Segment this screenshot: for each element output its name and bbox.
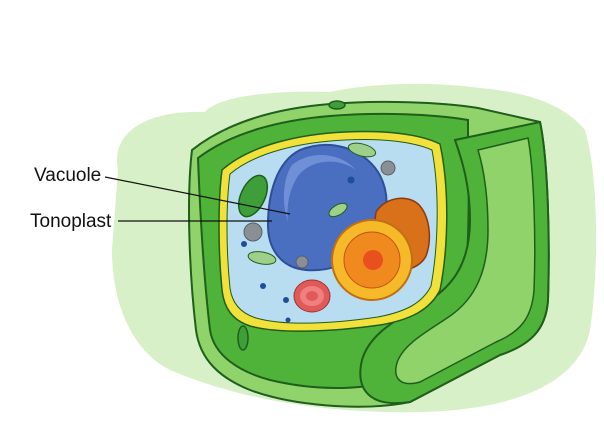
cell-wall-cutaway-inner [395, 137, 536, 385]
vacuole-leader-line [104, 176, 291, 215]
golgi-apparatus [293, 279, 331, 313]
vacuole-label: Vacuole [34, 165, 102, 186]
vesicle [260, 283, 266, 289]
nucleolus [363, 250, 383, 270]
mitochondrion [347, 142, 377, 158]
vesicle [283, 297, 289, 303]
mitochondrion [328, 202, 348, 218]
mitochondrion [247, 251, 277, 265]
vesicle [241, 241, 247, 247]
vesicle [347, 176, 355, 184]
tonoplast-label: Tonoplast [30, 211, 112, 232]
granule [380, 160, 396, 176]
chloroplast [328, 100, 346, 110]
granule [243, 222, 263, 242]
chloroplast [237, 174, 269, 218]
vesicle [285, 317, 291, 323]
chloroplast [237, 325, 249, 351]
granule [295, 255, 309, 269]
